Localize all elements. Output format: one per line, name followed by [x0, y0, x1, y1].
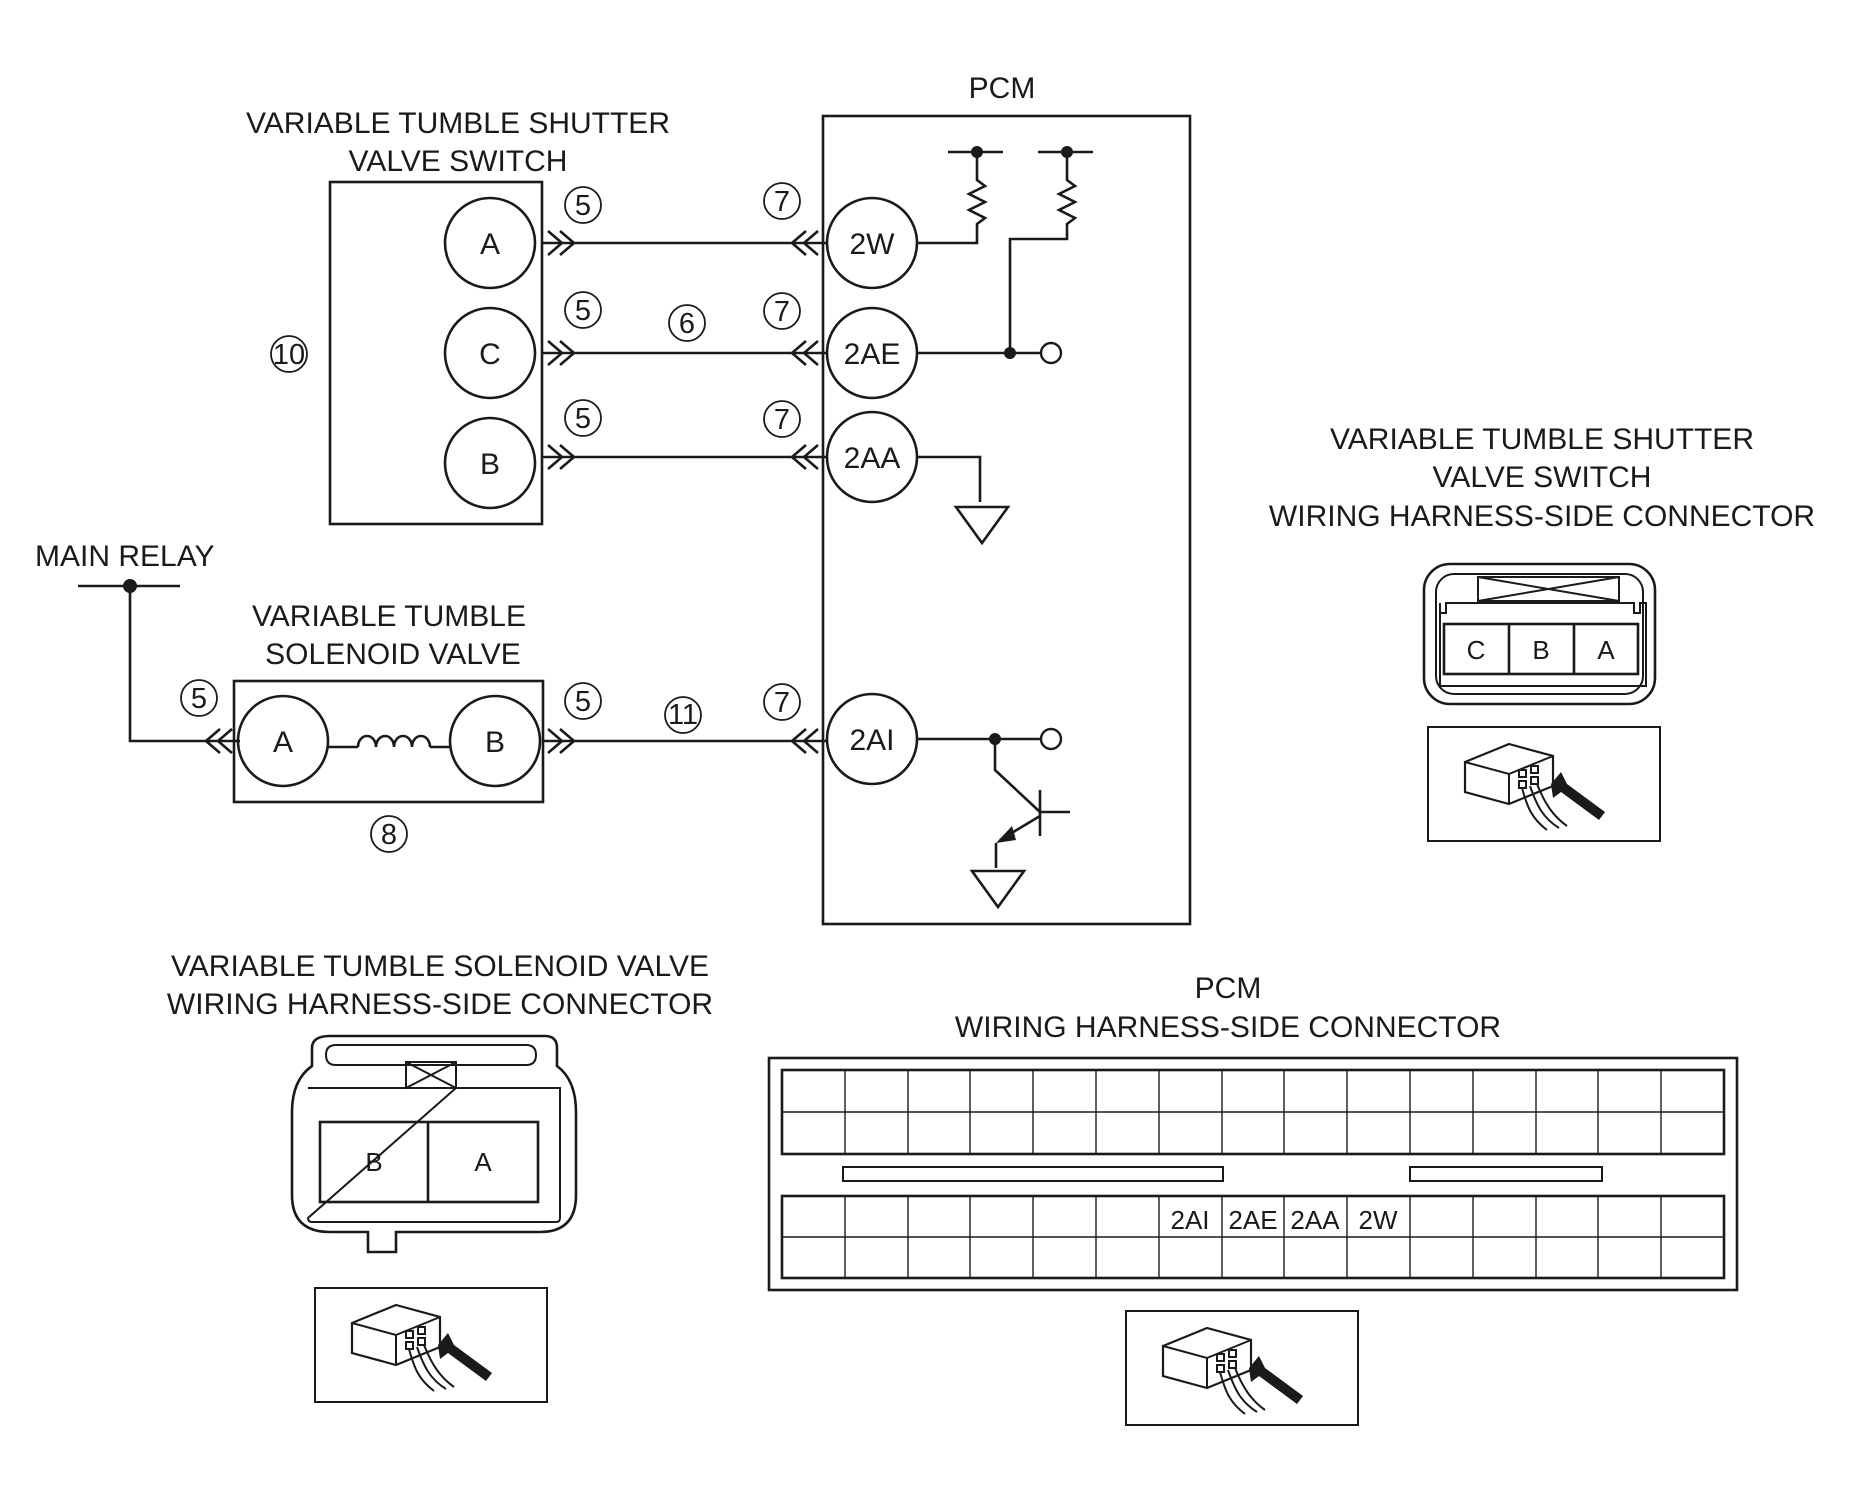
svg-text:2AI: 2AI	[849, 724, 894, 757]
pcm-pin-2ai: 2AI	[825, 692, 919, 786]
solenoid-title-line2: SOLENOID VALVE	[265, 638, 521, 671]
solenoid-connector-title-line2: WIRING HARNESS-SIDE CONNECTOR	[167, 988, 713, 1021]
switch-connector-title-line2: VALVE SWITCH	[1433, 461, 1652, 494]
switch-cell-b: B	[1532, 635, 1549, 665]
pcm-internal-driver-2ai	[918, 727, 1070, 909]
wire-solenoid-b-2ai	[543, 728, 827, 754]
svg-text:10: 10	[273, 339, 305, 371]
callout-switch-connector-b: 5	[564, 399, 602, 437]
svg-text:5: 5	[191, 683, 207, 715]
svg-text:8: 8	[381, 819, 397, 851]
wire-c-2ae	[542, 340, 827, 366]
solenoid-title-line1: VARIABLE TUMBLE	[252, 600, 526, 633]
pcm-connector-face: 2AI 2AE 2AA 2W	[767, 1056, 1739, 1292]
switch-cell-c: C	[1467, 635, 1486, 665]
switch-pin-c: C	[443, 306, 537, 400]
shutter-switch-box	[328, 180, 544, 526]
callout-pcm-connector-2w: 7	[763, 182, 801, 220]
svg-text:11: 11	[668, 699, 698, 731]
shutter-switch-title-line1: VARIABLE TUMBLE SHUTTER	[246, 107, 670, 140]
pcm-internal-pullups	[918, 146, 1093, 365]
pcm-pin-2ae: 2AE	[825, 306, 919, 400]
main-relay-line	[78, 579, 240, 754]
solenoid-cell-b: B	[365, 1147, 382, 1177]
callout-pcm-connector-2aa: 7	[763, 400, 801, 438]
switch-cell-a: A	[1597, 635, 1615, 665]
svg-text:C: C	[479, 338, 501, 371]
pcm-cell-2ae: 2AE	[1228, 1205, 1277, 1235]
switch-connector-title-line3: WIRING HARNESS-SIDE CONNECTOR	[1269, 500, 1815, 533]
wire-b-2aa	[542, 444, 827, 470]
svg-text:6: 6	[679, 308, 695, 340]
solenoid-coil	[328, 734, 450, 749]
pcm-connector-plug-icon	[1125, 1310, 1359, 1426]
svg-text:A: A	[273, 726, 293, 759]
switch-connector-plug-icon	[1427, 726, 1661, 842]
callout-solenoid-connector-b: 5	[564, 682, 602, 720]
svg-text:7: 7	[774, 404, 790, 436]
svg-text:7: 7	[774, 296, 790, 328]
pcm-pin-2aa: 2AA	[825, 410, 919, 504]
svg-text:7: 7	[774, 687, 790, 719]
svg-text:2AE: 2AE	[844, 338, 901, 371]
pcm-box	[821, 114, 1192, 926]
pcm-internal-ground-2aa	[918, 455, 1010, 545]
callout-wire-solenoid-pcm: 11	[664, 696, 702, 734]
switch-pin-a: A	[443, 196, 537, 290]
callout-wire-c-2ae: 6	[668, 304, 706, 342]
solenoid-pin-b: B	[448, 694, 542, 788]
solenoid-connector-title-line1: VARIABLE TUMBLE SOLENOID VALVE	[171, 950, 709, 983]
pcm-cell-2w: 2W	[1359, 1205, 1398, 1235]
callout-switch-unit: 10	[270, 335, 308, 373]
callout-switch-connector-a: 5	[564, 186, 602, 224]
svg-text:B: B	[485, 726, 505, 759]
pcm-connector-title-line2: WIRING HARNESS-SIDE CONNECTOR	[955, 1011, 1501, 1044]
svg-text:2W: 2W	[850, 228, 896, 261]
svg-text:A: A	[480, 228, 500, 261]
wire-a-2w	[542, 230, 827, 256]
pcm-title: PCM	[969, 72, 1036, 105]
svg-text:B: B	[480, 448, 500, 481]
svg-text:5: 5	[575, 190, 591, 222]
pcm-pin-2w: 2W	[825, 196, 919, 290]
callout-solenoid-connector-a: 5	[180, 679, 218, 717]
svg-text:5: 5	[575, 403, 591, 435]
pcm-connector-title-line1: PCM	[1195, 972, 1262, 1005]
callout-solenoid-unit: 8	[370, 815, 408, 853]
callout-switch-connector-c: 5	[564, 291, 602, 329]
pcm-cell-2aa: 2AA	[1290, 1205, 1340, 1235]
svg-text:5: 5	[575, 295, 591, 327]
solenoid-connector-face: B A	[290, 1034, 578, 1254]
solenoid-connector-plug-icon	[314, 1287, 548, 1403]
switch-connector-title-line1: VARIABLE TUMBLE SHUTTER	[1330, 423, 1754, 456]
solenoid-cell-a: A	[474, 1147, 492, 1177]
pcm-cell-2ai: 2AI	[1170, 1205, 1209, 1235]
callout-pcm-connector-2ae: 7	[763, 292, 801, 330]
switch-pin-b: B	[443, 416, 537, 510]
switch-connector-face: C B A	[1422, 562, 1657, 706]
solenoid-pin-a: A	[236, 694, 330, 788]
main-relay-label: MAIN RELAY	[35, 540, 215, 573]
callout-pcm-connector-2ai: 7	[763, 683, 801, 721]
svg-text:5: 5	[575, 686, 591, 718]
shutter-switch-title-line2: VALVE SWITCH	[349, 145, 568, 178]
svg-text:2AA: 2AA	[844, 442, 901, 475]
svg-text:7: 7	[774, 186, 790, 218]
